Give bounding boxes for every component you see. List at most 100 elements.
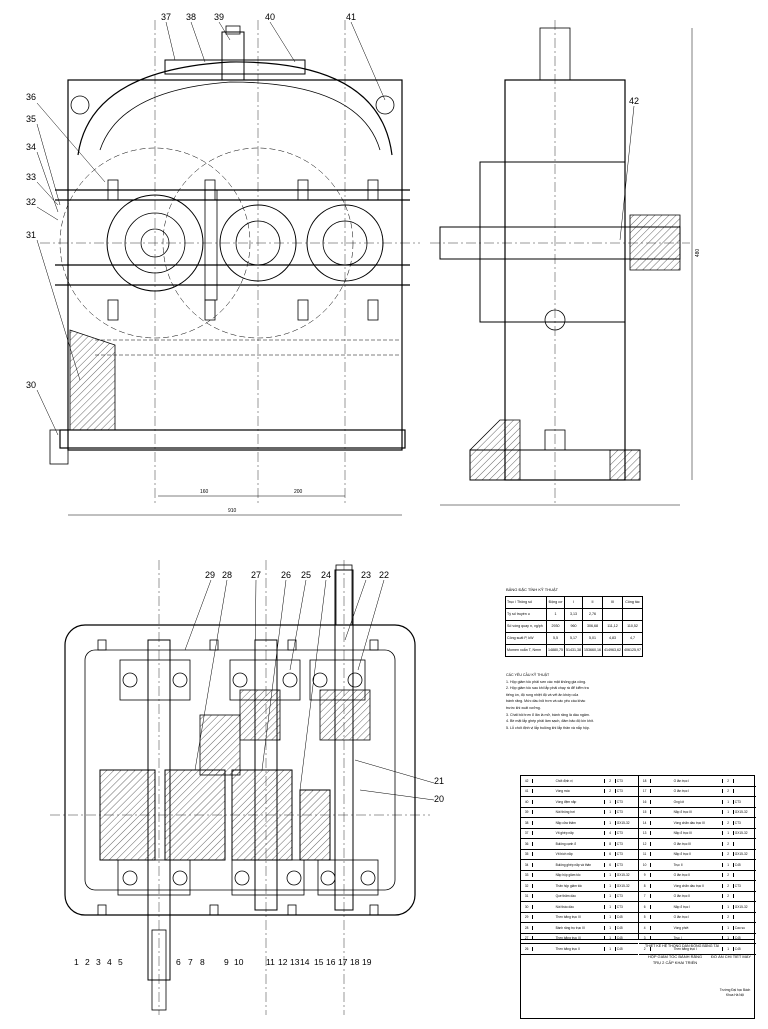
parts-list-cell-qty: 1 xyxy=(605,894,616,899)
table-row: Momen xoắn T, Nmm 14880,75 51431,38 1536… xyxy=(505,644,643,657)
callout-30: 30 xyxy=(26,380,37,390)
parts-list-cell-mat: CT3 xyxy=(616,810,623,815)
callout-40: 40 xyxy=(265,12,276,22)
parts-list-cell-no: 42 xyxy=(521,778,534,783)
callout-33: 33 xyxy=(26,172,37,182)
parts-list-cell-no: 34 xyxy=(521,862,534,867)
callout-32: 32 xyxy=(26,197,37,207)
callout-38: 38 xyxy=(186,12,197,22)
parts-list-cell-qty: 2 xyxy=(723,915,734,920)
dim-height: 480 xyxy=(695,248,702,258)
parts-list-cell-name: Then bằng trục I xyxy=(673,946,724,951)
spec-table: Trục / Thông số Động cơ I II III Công tá… xyxy=(505,596,643,657)
parts-list-cell-mat: GX15-32 xyxy=(734,852,748,857)
parts-list-cell-name: Ổ lăn trục I xyxy=(673,778,724,783)
callout-31: 31 xyxy=(26,230,37,240)
note-line: 4. Bề mặt lắp ghép phải làm sạch, đảm bả… xyxy=(506,719,594,724)
parts-list-cell-name: Vít ghép nắp xyxy=(555,831,606,836)
parts-list-cell-no: 31 xyxy=(521,894,534,899)
parts-list-cell-no: 8 xyxy=(639,883,652,888)
parts-list-cell-qty: 1 xyxy=(723,946,734,951)
parts-list-cell-name: Vòng móc xyxy=(555,789,606,794)
callout-7: 7 xyxy=(188,957,193,967)
title-block-label: THIẾT KẾ HỆ THỐNG DẪN ĐỘNG BĂNG TẢI xyxy=(645,944,720,948)
parts-list-cell-qty: 1 xyxy=(723,862,734,867)
parts-list-cell-no: 12 xyxy=(639,841,652,846)
parts-list-cell-name: Chốt định vị xyxy=(555,778,606,783)
note-line: trước khi xuất xưởng. xyxy=(506,705,541,710)
parts-list-cell-no: 41 xyxy=(521,789,534,794)
parts-list-cell-no: 14 xyxy=(639,820,652,825)
parts-list-cell-qty: 1 xyxy=(723,831,734,836)
callout-12: 12 xyxy=(278,957,288,967)
callout-21: 21 xyxy=(434,776,445,786)
parts-list-cell-qty: 2 xyxy=(605,789,616,794)
parts-list-cell-mat: CT3 xyxy=(616,852,623,857)
callout-24: 24 xyxy=(321,570,332,580)
parts-list-cell-no: 5 xyxy=(639,915,652,920)
parts-list-cell-qty: 1 xyxy=(723,904,734,909)
parts-list-cell-name: Vòng chắn dầu trục III xyxy=(673,820,724,825)
parts-list-cell-qty: 8 xyxy=(605,841,616,846)
parts-list-cell-no: 17 xyxy=(639,789,652,794)
table-row: Tỷ số truyền u 1 3,13 2,76 xyxy=(505,608,643,621)
parts-list-cell-name: Nắp ổ trục III xyxy=(673,831,724,836)
parts-list-cell-name: Nắp cửa thăm xyxy=(555,820,606,825)
dim-center-b: 200 xyxy=(294,489,303,495)
title-block: THIẾT KẾ HỆ THỐNG DẪN ĐỘNG BĂNG TẢI HỘP … xyxy=(521,939,754,1019)
parts-list-cell-mat: GX15-32 xyxy=(616,873,630,878)
parts-list-cell-name: Ổ lăn trục II xyxy=(673,873,724,878)
parts-list-cell-mat: CT3 xyxy=(734,799,741,804)
parts-list-cell-qty: 2 xyxy=(723,852,734,857)
callout-29: 29 xyxy=(205,570,216,580)
parts-list-cell-mat: CT3 xyxy=(616,904,623,909)
parts-list-cell-name: Nút thông hơi xyxy=(555,810,606,815)
parts-list-cell-qty: 1 xyxy=(605,810,616,815)
parts-list-cell-qty: 1 xyxy=(605,946,616,951)
parts-list-cell-qty: 2 xyxy=(723,841,734,846)
callout-18: 18 xyxy=(350,957,360,967)
parts-list-cell-name: Bulông cạnh ổ xyxy=(555,841,606,846)
parts-list-cell-qty: 1 xyxy=(605,820,616,825)
parts-list-cell-no: 7 xyxy=(639,894,652,899)
callout-16: 16 xyxy=(326,957,336,967)
technical-notes: CÁC YÊU CẦU KỸ THUẬT 1. Hộp giảm tốc phả… xyxy=(506,672,676,731)
parts-list-cell-qty: 1 xyxy=(723,810,734,815)
parts-list-cell-qty: 1 xyxy=(605,904,616,909)
callout-36: 36 xyxy=(26,92,37,102)
parts-list-cell-mat: GX15-32 xyxy=(734,904,748,909)
parts-list-cell-qty: 1 xyxy=(723,936,734,941)
parts-list-cell-mat: GX15-32 xyxy=(616,820,630,825)
parts-list-cell-mat: C45 xyxy=(616,936,623,941)
parts-list-cell-no: 4 xyxy=(639,925,652,930)
parts-list-cell-name: Then bằng trục III xyxy=(555,915,606,920)
leader-lines xyxy=(36,21,635,801)
parts-list-cell-no: 33 xyxy=(521,873,534,878)
parts-list-cell-no: 30 xyxy=(521,904,534,909)
note-line: tiếng ồn, độ rung nhiệt độ và vết ăn khớ… xyxy=(506,692,579,697)
callout-1: 1 xyxy=(74,957,79,967)
parts-list-cell-name: Nắp ổ trục II xyxy=(673,852,724,857)
parts-list-cell-no: 39 xyxy=(521,810,534,815)
parts-list-cell-mat: CT3 xyxy=(616,831,623,836)
parts-list-cell-no: 35 xyxy=(521,852,534,857)
callout-2: 2 xyxy=(85,957,90,967)
callout-28: 28 xyxy=(222,570,233,580)
callout-4: 4 xyxy=(107,957,112,967)
parts-list-cell-qty: 1 xyxy=(605,883,616,888)
table-row: Trục / Thông số Động cơ I II III Công tá… xyxy=(505,596,643,609)
callout-6: 6 xyxy=(176,957,181,967)
parts-list-cell-mat: GX15-32 xyxy=(734,810,748,815)
callout-34: 34 xyxy=(26,142,37,152)
title-block-subtitle: HỘP GIẢM TỐC BÁNH RĂNG TRỤ 2 CẤP KHAI TR… xyxy=(647,954,703,965)
